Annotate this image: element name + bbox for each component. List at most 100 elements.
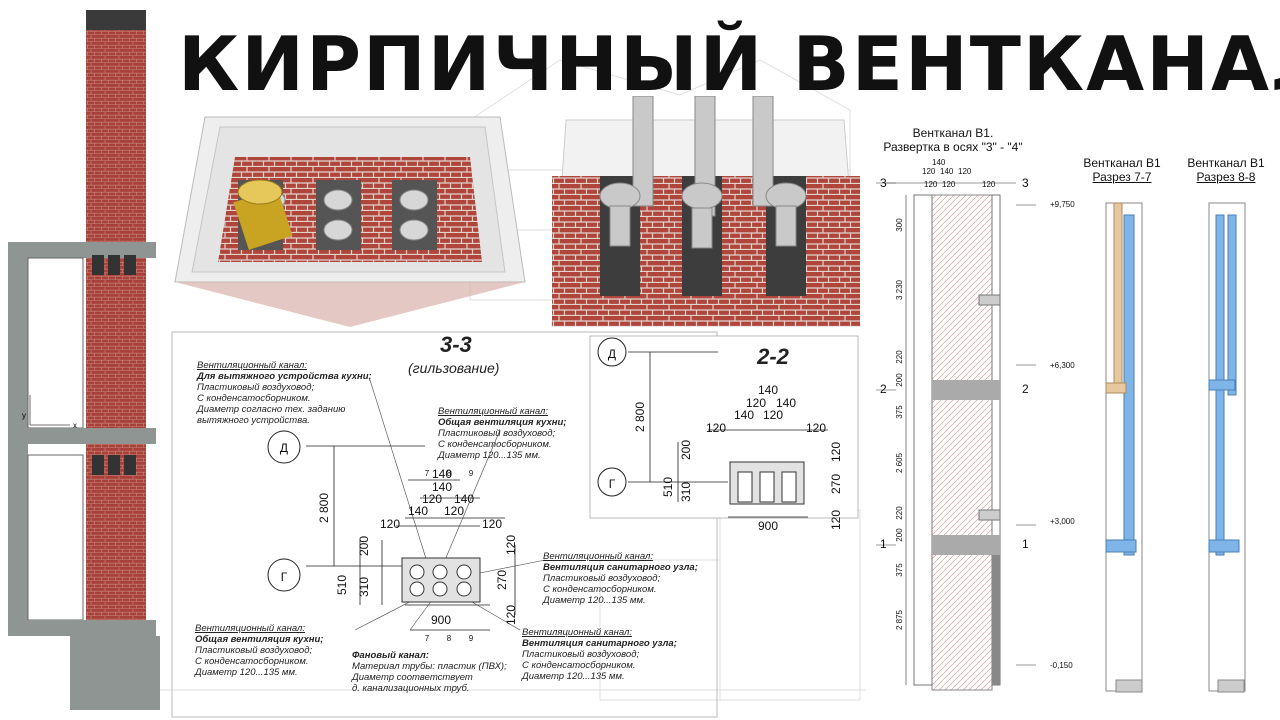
elev-dim-200a: 200 <box>895 373 904 387</box>
mark-7-top: 7 <box>425 469 430 478</box>
dim-120-mid: 120 <box>444 504 464 518</box>
axis-d-label-2-2: Д <box>608 347 616 361</box>
elev-mark-1-right: 1 <box>1022 537 1029 551</box>
dim-140-d: 140 <box>432 467 452 481</box>
dim-270-2-2: 270 <box>829 474 843 494</box>
elev-dim-3230: 3 230 <box>895 279 904 300</box>
dim-120-2-2-a: 120 <box>746 396 766 410</box>
axis-d-label: Д <box>280 441 288 455</box>
vent-grilles-upper <box>92 255 136 275</box>
chimney-cap <box>86 10 146 30</box>
elev-dim-300: 300 <box>895 218 904 232</box>
section-3-3-title: 3-3 <box>440 332 472 357</box>
elev-mark-2-left: 2 <box>880 382 887 396</box>
dim-900: 900 <box>431 613 451 627</box>
section-8-8-drawing <box>1208 202 1246 693</box>
elev-dim-220b: 220 <box>895 506 904 520</box>
dim-140-b: 140 <box>454 492 474 506</box>
axis-g-label-2-2: Г <box>609 477 616 491</box>
dim-140-a: 140 <box>408 504 428 518</box>
elev-mark-1-left: 1 <box>880 537 887 551</box>
foundation <box>70 636 160 710</box>
dim-120-2-2-r-top: 120 <box>829 442 843 462</box>
dim-120-2-2-right: 120 <box>806 421 826 435</box>
elev-top-120e: 120 <box>982 180 996 189</box>
section-8-8-caption: Вентканал В1 Разрез 8-8 <box>1178 156 1274 184</box>
dim-120-right-top: 120 <box>504 535 518 555</box>
dim-2800-2-2: 2 800 <box>633 402 647 432</box>
dim-140-2-2-b: 140 <box>734 408 754 422</box>
dim-120-left: 120 <box>380 517 400 531</box>
dim-310: 310 <box>357 577 371 597</box>
vent-grilles-lower <box>92 455 136 475</box>
elev-dim-220a: 220 <box>895 350 904 364</box>
section-8-8-subtitle: Разрез 8-8 <box>1196 170 1256 184</box>
elevation-title: Вентканал В1. Развертка в осях "3" - "4" <box>868 126 1038 154</box>
dim-510-2-2: 510 <box>661 477 675 497</box>
axis-y-label: y <box>22 411 26 420</box>
elev-top-120a: 120 <box>922 167 936 176</box>
axis-g-label: Г <box>281 570 288 584</box>
elev-dim-2605: 2 605 <box>895 452 904 473</box>
elev-dim-200b: 200 <box>895 528 904 542</box>
section-3-3-subtitle: (гильзование) <box>408 360 500 376</box>
elev-dim-375a: 375 <box>895 405 904 419</box>
page-title: КИРПИЧНЫЙ ВЕНТКАНАЛ <box>178 20 1280 108</box>
elev-mark-3-right: 3 <box>1022 176 1029 190</box>
dim-140-c: 140 <box>432 480 452 494</box>
dim-120-2-2-b: 120 <box>763 408 783 422</box>
elev-level-6300: +6,300 <box>1050 361 1075 370</box>
mark-9-bottom: 9 <box>469 634 474 643</box>
dim-900-2-2: 900 <box>758 519 778 533</box>
mark-8-top: 8 <box>447 469 452 478</box>
dim-120-2-2-left: 120 <box>706 421 726 435</box>
mark-7-bottom: 7 <box>425 634 430 643</box>
elev-top-140: 140 <box>932 158 946 167</box>
render-3d-sleeving <box>174 116 526 327</box>
dim-140-2-2-top: 140 <box>758 383 778 397</box>
dim-140-2-2-a: 140 <box>776 396 796 410</box>
elevation-drawing: 140 120 140 120 120 120 120 3 3 2 2 1 1 … <box>866 115 1280 720</box>
note-sanitary-bottom: Вентиляционный канал: Вентиляция санитар… <box>522 627 677 682</box>
mark-8-bottom: 8 <box>447 634 452 643</box>
elev-top-120d: 120 <box>942 180 956 189</box>
chimney-elevation: x y <box>8 10 160 710</box>
dim-200-2-2: 200 <box>679 440 693 460</box>
axis-x-label: x <box>73 421 77 430</box>
chimney-brick <box>86 30 146 630</box>
note-kitchen-general-top: Вентиляционный канал: Общая вентиляция к… <box>438 406 567 461</box>
section-7-7-caption: Вентканал В1 Разрез 7-7 <box>1074 156 1170 184</box>
elev-dim-375b: 375 <box>895 563 904 577</box>
mark-9-top: 9 <box>469 469 474 478</box>
note-fan-channel: Фановый канал: Материал трубы: пластик (… <box>352 650 507 694</box>
dim-200: 200 <box>357 536 371 556</box>
dim-120-right-bottom: 120 <box>504 605 518 625</box>
section-7-7-drawing <box>1105 202 1143 693</box>
elevation-title-line2: Развертка в осях "3" - "4" <box>883 140 1023 154</box>
section-8-8-title: Вентканал В1 <box>1187 156 1265 170</box>
dim-2800: 2 800 <box>317 493 331 523</box>
section-3-3-drawing: Д Г 2 800 510 310 200 270 120 120 120 12… <box>171 331 718 718</box>
yellow-pipe <box>233 179 293 250</box>
elev-top-120b: 120 <box>958 167 972 176</box>
elev-top-140b: 140 <box>940 167 954 176</box>
elev-dim-2875: 2 875 <box>895 609 904 630</box>
note-kitchen-exhaust: Вентиляционный канал: Для вытяжного устр… <box>197 360 372 426</box>
dim-310-2-2: 310 <box>679 482 693 502</box>
section-7-7-subtitle: Разрез 7-7 <box>1092 170 1152 184</box>
elev-level-m0150: -0,150 <box>1050 661 1073 670</box>
note-sanitary-right: Вентиляционный канал: Вентиляция санитар… <box>543 551 698 606</box>
dim-510: 510 <box>335 575 349 595</box>
elev-mark-2-right: 2 <box>1022 382 1029 396</box>
elev-top-120c: 120 <box>924 180 938 189</box>
section-2-2-title: 2-2 <box>756 344 790 369</box>
elevation-title-line1: Вентканал В1. <box>912 126 994 140</box>
elev-level-3000: +3,000 <box>1050 517 1075 526</box>
dim-120-right: 120 <box>482 517 502 531</box>
dim-270: 270 <box>495 570 509 590</box>
note-kitchen-general-bottom: Вентиляционный канал: Общая вентиляция к… <box>195 623 324 678</box>
elev-mark-3-left: 3 <box>880 176 887 190</box>
dim-120-b: 120 <box>422 492 442 506</box>
section-2-2-drawing: Д Г 2-2 2 800 140 120 140 140 120 120 12… <box>589 335 859 533</box>
render-3d-pipes <box>551 96 861 327</box>
